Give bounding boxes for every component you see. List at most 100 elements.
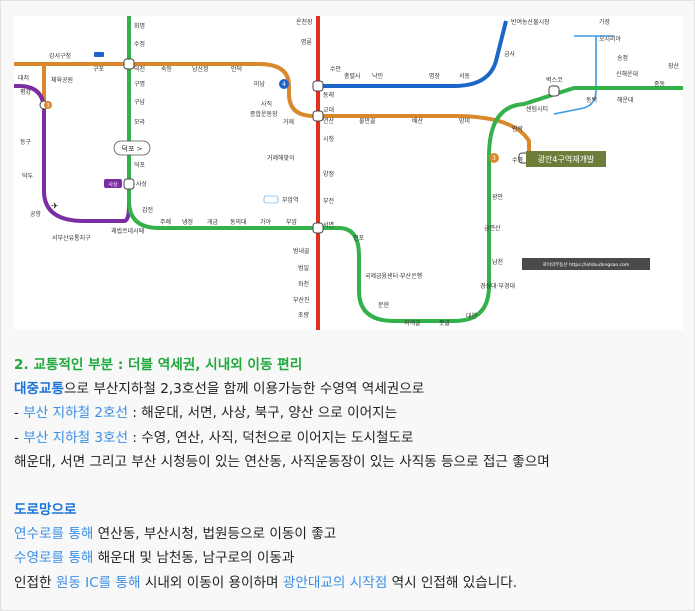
station-label: 수정 [134,41,145,48]
subway-map-svg: 4 3 3 온천장 명륜 동래 시청 양정 부전 서면 범내골 범일 좌천 부산… [14,16,683,330]
station-label: 반여농산물시장 [511,18,550,26]
article-text: 2. 교통적인 부분 : 더블 역세권, 시내외 이동 편리 대중교통으로 부산… [14,353,684,595]
transit-text: 으로 부산지하철 2,3호선을 함께 이용가능한 수영역 역세권으로 [64,381,425,398]
station-label: 초량 [298,312,310,319]
station-label: 명장 [429,72,441,80]
section-heading: 2. 교통적인 부분 : 더블 역세권, 시내외 이동 편리 [14,357,303,373]
station-label: 공항 [30,210,42,218]
station-label: 기장 [599,18,611,26]
station-label: 국제금융센터·부산은행 [365,272,422,280]
station-label: 명륜 [301,38,313,46]
station-label: 서동 [459,72,471,80]
bgl-badge-label: 사상 [108,181,118,188]
station-label: 연산 [323,117,335,125]
station-label: 양정 [323,170,334,178]
station-label: 장산 [668,62,680,70]
airplane-icon: ✈ [51,202,59,212]
station-label: 못골 [439,320,451,327]
line1-midlabels: 교대 연산 [323,106,335,125]
station-label: 남산정 [192,65,209,73]
line-badges: 4 3 3 [44,79,499,163]
station-label: 금사 [504,50,516,58]
station-label: 물만골 [359,117,376,125]
deokpo-badge-label: 덕포 > [122,144,143,153]
station-label: 감전 [142,206,153,214]
station-label: 오시리아 [599,35,622,43]
other-labels: 평강 등구 덕두 공항 서부산유통지구 괘법르네시떼 거제해맞이 부암역 신해운… [20,54,638,242]
station-label: 중동 [654,81,666,88]
station-label: 부전 [323,197,334,205]
line4-path [320,20,508,88]
station-label: 냉정 [182,218,193,226]
station-label: 경성대·부경대 [480,282,515,290]
road-item-1: 연수로를 통해 연산동, 부산시청, 법원등으로 이동이 좋고 [14,522,684,546]
station-label: 거제 [283,118,294,126]
road-title: 도로망으로 [14,502,77,519]
station-label: 종합운동장 [250,110,278,118]
station-label: 서부산유통지구 [52,234,91,242]
highlight-tag-label: 광안4구역재개발 [538,154,595,164]
road-text: 해운대 및 남천동, 남구로의 이동과 [93,550,295,567]
station-label: 금련산 [484,224,501,232]
station-label: 광안 [492,193,504,201]
station-label: 충렬사 [344,72,361,80]
suyeong-road-link[interactable]: 수영로를 통해 [14,550,94,567]
summary-text: 해운대, 서면 그리고 부산 시청등이 있는 연산동, 사직운동장이 있는 사직… [14,453,550,470]
station-label: 신해운대 [616,70,638,78]
station-label: 망미 [459,117,470,125]
station-label: 남천 [492,258,503,266]
station-label: 강서구청 [49,52,71,60]
spacer [14,474,684,498]
line2-labels: 화명 수정 덕천 구명 구남 모라 덕포 사상 감전 주례 냉정 개금 동의대 … [134,22,680,327]
station-label: 배산 [412,117,424,125]
bullet: - [14,429,24,446]
station-label: 미남 [254,80,266,88]
road-text: 연산동, 부산시청, 법원등으로 이동이 좋고 [93,526,337,543]
gwangan-bridge-link[interactable]: 광안대교의 시작점 [282,574,388,591]
transfer-stations [39,58,560,234]
road-item-2: 수영로를 통해 해운대 및 남천동, 남구로의 이동과 [14,546,684,570]
bullet: - [14,405,24,422]
station-label: 덕포 [134,162,146,169]
line1-labels: 온천장 명륜 동래 시청 양정 부전 서면 범내골 범일 좌천 부산진 초량 [293,18,334,319]
line3-text: : 수영, 연산, 사직, 덕천으로 이어지는 도시철도로 [128,429,414,446]
station-label: 동백 [586,96,597,104]
bujeon-marker [263,195,279,204]
station-label: 범내골 [293,247,310,255]
station-label: 덕천 [134,65,145,73]
station-label: 사상 [136,180,148,188]
station-label: 동래 [323,91,334,99]
line2-text: : 해운대, 서면, 사상, 북구, 양산 으로 이어지는 [128,405,398,422]
line2-path [127,16,683,323]
transit-title: 대중교통 [14,381,65,398]
road-text: 역시 인접해 있습니다. [387,574,518,591]
line3-link[interactable]: 부산 지하철 3호선 [23,429,129,446]
station-label: 만덕 [231,65,242,73]
station-label: 부산진 [293,296,310,304]
line3-path [14,62,531,156]
station-label: 가야 [260,218,272,226]
station-label: 거제해맞이 [267,154,295,162]
station-label: 부암역 [282,196,299,204]
wondong-ic-link[interactable]: 원동 IC를 통해 [55,574,141,591]
station-label: 시청 [323,136,334,143]
station-label: 구포 [93,66,105,73]
station-label: 수영 [512,156,523,164]
station-label: 동의대 [230,218,247,226]
badge-line4: 4 [282,81,286,88]
station-label: 체육공원 [51,76,73,84]
bgl-sasang-badge: 사상 [104,179,122,188]
station-label: 대연 [466,312,477,320]
badge-line3-west: 3 [46,103,49,109]
station-label: 벽스코 [546,76,563,84]
station-label: 서면 [323,221,334,229]
yeonsu-road-link[interactable]: 연수로를 통해 [14,526,94,543]
station-label: 부암 [286,218,298,226]
subway-map: 4 3 3 온천장 명륜 동래 시청 양정 부전 서면 범내골 범일 좌천 부산… [14,16,683,330]
station-label: 송정 [617,54,628,62]
road-item-3: 인접한 원동 IC를 통해 시내외 이동이 용이하며 광안대교의 시작점 역시 … [14,571,684,595]
highlight-tag: 광안4구역재개발 [526,151,606,167]
line2-link[interactable]: 부산 지하철 2호선 [23,405,129,422]
bgl-path [14,84,131,223]
